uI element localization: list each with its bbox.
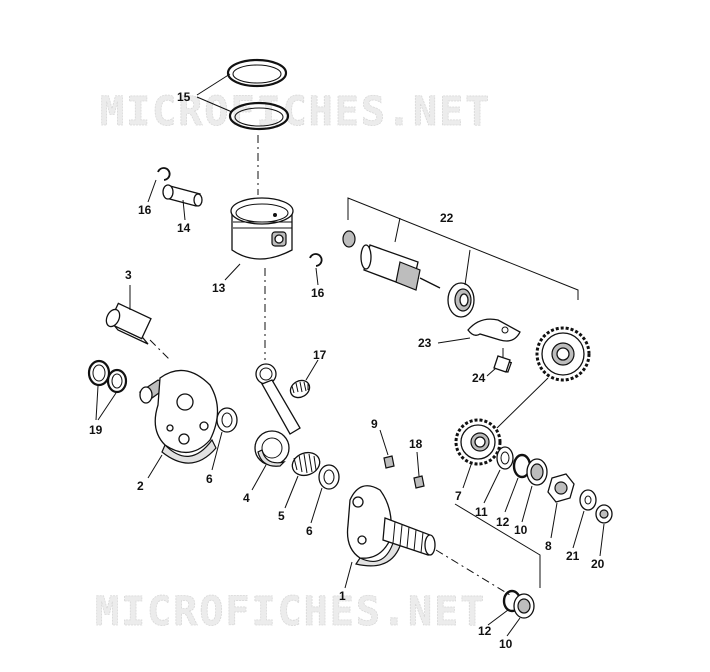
woodruff-key-9 [383,455,395,469]
nut-8 [547,473,575,503]
callout-10-lower: 10 [499,637,513,651]
drive-gear [454,418,502,466]
piston-pin [162,184,203,207]
callout-1: 1 [339,589,346,603]
big-end-bearing [291,451,321,477]
callout-9: 9 [371,417,378,431]
callout-8: 8 [545,539,552,553]
crank-half-right [346,485,436,567]
callout-11: 11 [475,505,488,519]
circlip-left [157,167,171,181]
spacer-11 [496,446,514,470]
leader-lines [95,73,605,637]
callout-21: 21 [566,549,580,563]
balancer-gear [535,326,591,382]
bearing-10 [526,458,548,486]
callout-3: 3 [125,268,132,282]
callout-23: 23 [418,336,432,350]
callout-15: 15 [177,90,191,104]
nut-20 [595,504,613,524]
bolt [493,348,513,373]
thrust-washer-left [216,407,238,433]
connecting-rod [254,363,301,467]
callout-24: 24 [472,371,486,385]
callout-13: 13 [212,281,226,295]
callout-5: 5 [278,509,285,523]
small-end-bearing [289,379,311,399]
watermark-top: MICROFICHES.NET [100,89,491,135]
piston-rings [226,58,290,131]
crank-washers [87,359,128,394]
callout-18: 18 [409,437,423,451]
circlip-right [309,253,323,267]
callout-labels: 15 16 14 13 16 3 19 2 6 4 5 6 17 9 18 1 … [89,90,605,651]
callout-14: 14 [177,221,191,235]
balancer-shaft [342,230,441,291]
callout-10-upper: 10 [514,523,528,537]
callout-2: 2 [137,479,144,493]
callout-17: 17 [313,348,327,362]
callout-16-left: 16 [138,203,152,217]
crank-half-left [138,369,219,464]
callout-6-left: 6 [206,472,213,486]
callout-4: 4 [243,491,250,505]
callout-7: 7 [455,489,462,503]
callout-6-right: 6 [306,524,313,538]
callout-19: 19 [89,423,103,437]
watermark-bottom: MICROFICHES.NET [95,589,486,635]
thrust-washer-right [318,464,340,490]
lower-bearing-10 [513,593,535,619]
piston [230,197,294,260]
callout-12-lower: 12 [478,624,492,638]
balancer-bearing [447,282,475,318]
callout-12-upper: 12 [496,515,510,529]
callout-16-right: 16 [311,286,325,300]
woodruff-key-18 [413,475,425,489]
callout-20: 20 [591,557,605,571]
lock-plate [467,318,521,342]
callout-22: 22 [440,211,454,225]
crank-pin [105,302,152,345]
washer-21 [579,489,597,511]
